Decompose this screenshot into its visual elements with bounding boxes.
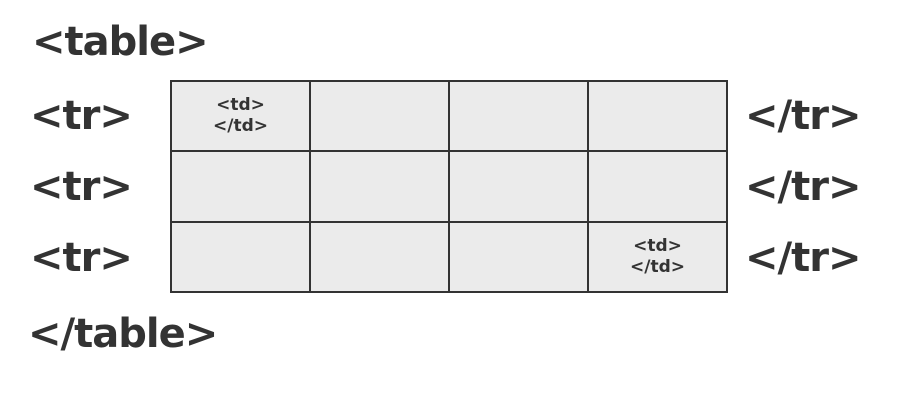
table-cell-r3c1 <box>171 221 310 292</box>
table-cell-r3c2 <box>310 221 449 292</box>
table-cell-r1c2 <box>310 81 449 152</box>
td-close-label: </td> <box>213 116 268 137</box>
table-cell-r1c4 <box>588 81 727 152</box>
table-cell-r3c3 <box>449 221 588 292</box>
table-open-tag-label: <table> <box>32 19 209 65</box>
table-cell-r1c1: <td> </td> <box>171 81 310 152</box>
table-cell-r2c3 <box>449 151 588 222</box>
table-cell-r3c4: <td> </td> <box>588 221 727 292</box>
table-grid: <td> </td> <box>170 80 728 293</box>
tr-close-tag-label-row2: </tr> <box>745 164 861 210</box>
table-cell-r2c2 <box>310 151 449 222</box>
tr-open-tag-label-row1: <tr> <box>30 93 133 139</box>
td-open-label: <td> <box>216 95 265 116</box>
table-cell-r2c4 <box>588 151 727 222</box>
table-close-tag-label: </table> <box>28 311 218 357</box>
tr-close-tag-label-row1: </tr> <box>745 93 861 139</box>
table-cell-r1c3 <box>449 81 588 152</box>
table-cell-r2c1 <box>171 151 310 222</box>
td-open-label: <td> <box>633 235 682 256</box>
td-close-label: </td> <box>630 256 685 277</box>
tr-close-tag-label-row3: </tr> <box>745 235 861 281</box>
tr-open-tag-label-row2: <tr> <box>30 164 133 210</box>
tr-open-tag-label-row3: <tr> <box>30 235 133 281</box>
